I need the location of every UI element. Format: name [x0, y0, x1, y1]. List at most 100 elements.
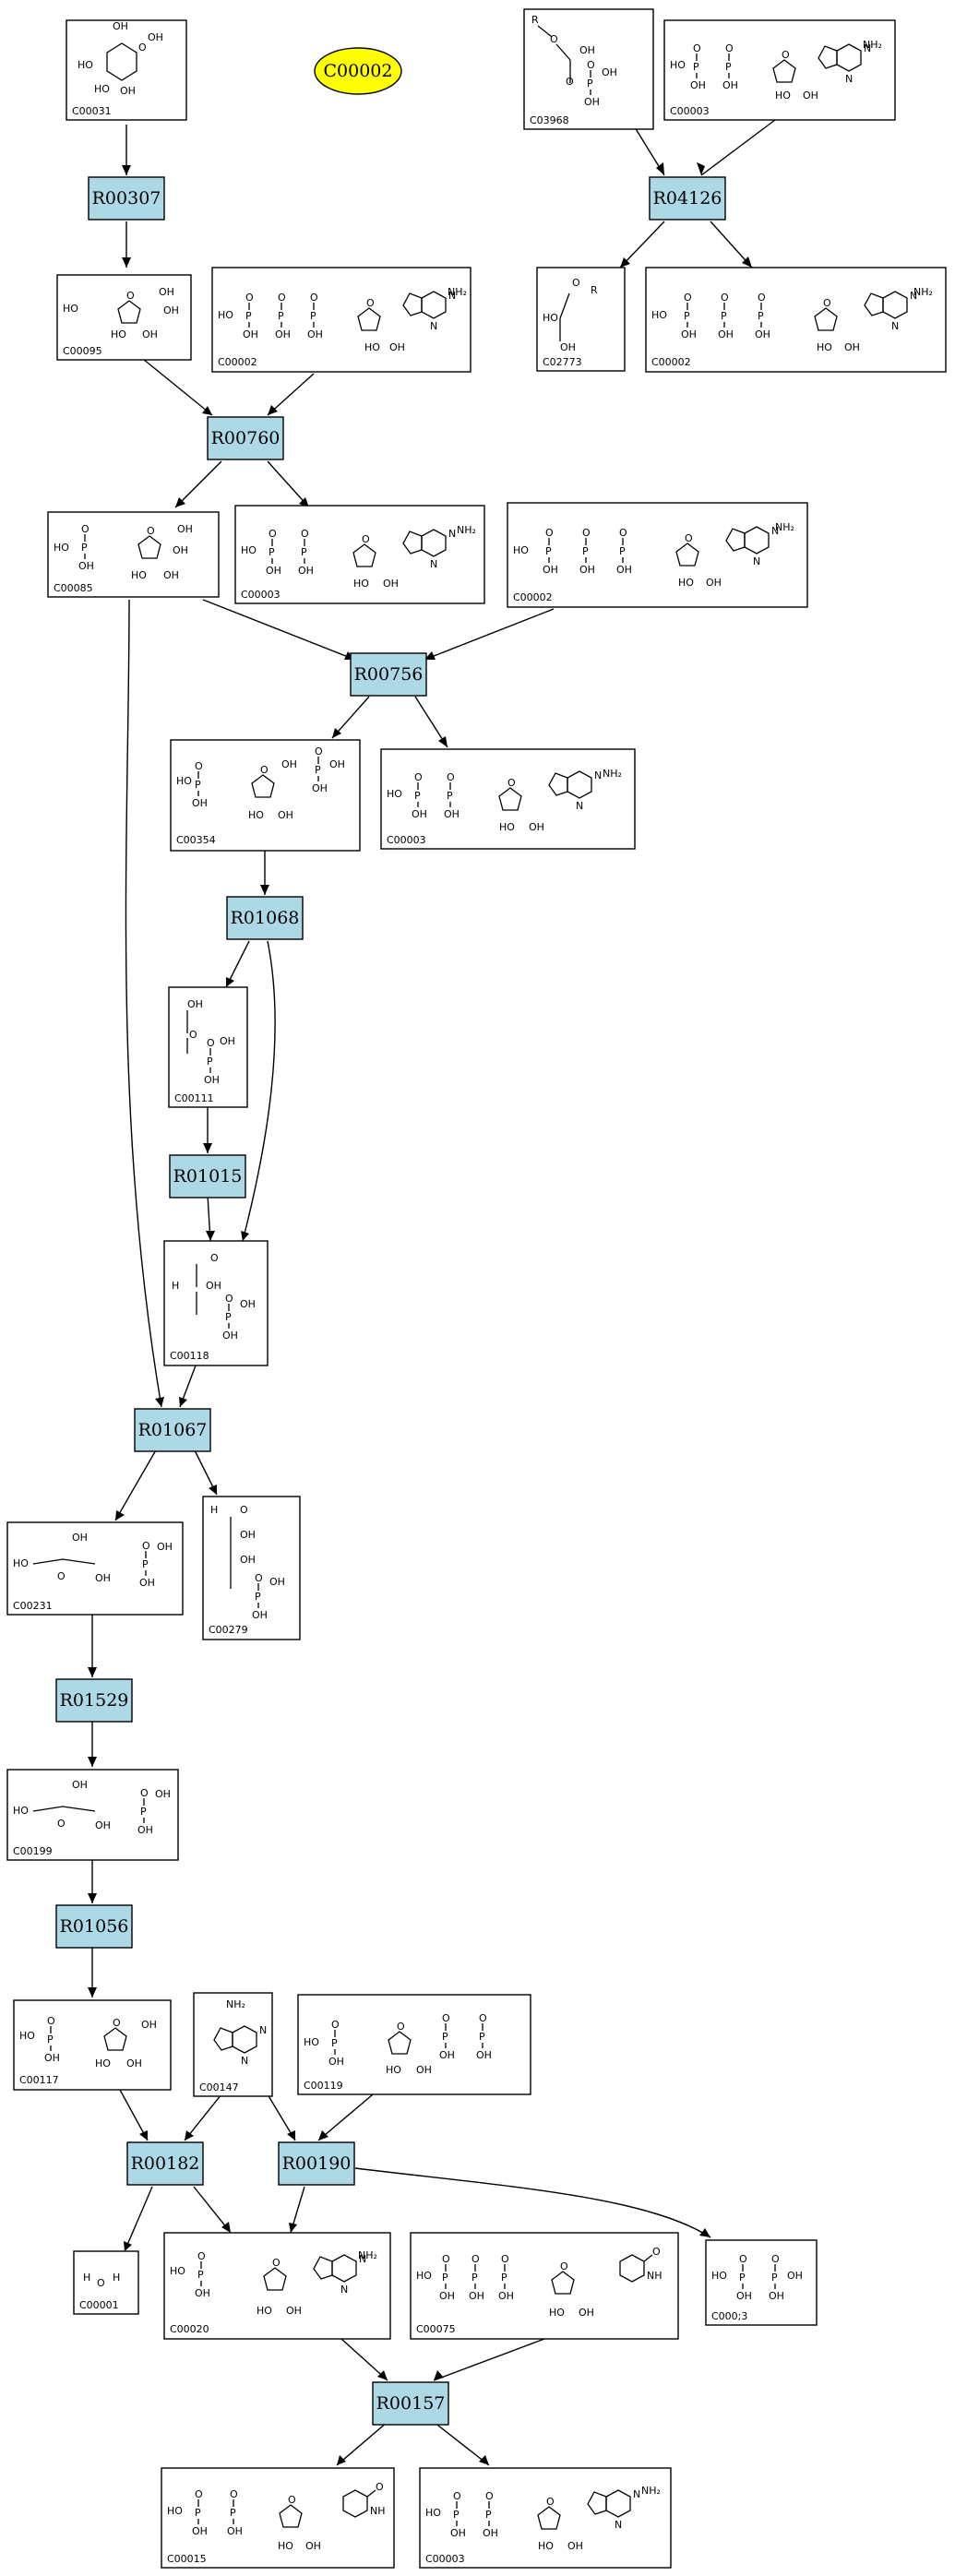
compound-c00003-top[interactable]: HO NH₂ HO OH C00003	[663, 19, 896, 121]
reaction-r00182[interactable]: R00182	[126, 2141, 204, 2186]
reaction-label: R00157	[376, 2393, 446, 2414]
compound-id: C00117	[19, 2074, 59, 2086]
reaction-r00760[interactable]: R00760	[207, 416, 284, 460]
reaction-label: R01067	[138, 1420, 208, 1440]
reaction-r00307[interactable]: R00307	[88, 176, 165, 221]
reaction-label: R01056	[60, 1916, 129, 1937]
reaction-r01015[interactable]: R01015	[169, 1154, 246, 1199]
reaction-r01067[interactable]: R01067	[134, 1408, 211, 1452]
reaction-r01529[interactable]: R01529	[55, 1678, 133, 1723]
compound-id: C00354	[176, 834, 216, 846]
reaction-r01068[interactable]: R01068	[226, 896, 304, 940]
compound-c00015[interactable]: HO HO OH C00015	[161, 2467, 395, 2569]
svg-text:HO: HO	[670, 59, 686, 71]
svg-text:NH₂: NH₂	[448, 286, 467, 298]
svg-text:OH: OH	[220, 1035, 235, 1047]
svg-text:NH₂: NH₂	[863, 39, 882, 51]
compound-id: C00015	[167, 2553, 207, 2565]
svg-text:OH: OH	[155, 1788, 171, 1800]
reaction-r00190[interactable]: R00190	[278, 2141, 355, 2186]
svg-text:HO: HO	[257, 2305, 272, 2317]
reaction-r00756[interactable]: R00756	[350, 652, 427, 697]
svg-text:OH: OH	[579, 2307, 594, 2319]
compound-id: C00002	[218, 356, 257, 368]
svg-text:OH: OH	[142, 328, 158, 340]
svg-text:OH: OH	[72, 1779, 88, 1791]
compound-c00003-r00756[interactable]: HO NH₂ HO OH C00003	[380, 748, 636, 850]
edge-r04126-c02773	[619, 221, 665, 268]
svg-text:OH: OH	[177, 523, 193, 535]
compound-c00111[interactable]: OH O OH C00111	[168, 986, 248, 1108]
svg-text:OH: OH	[240, 1554, 256, 1566]
svg-text:OH: OH	[148, 31, 163, 43]
edge-c00085-r00756	[202, 599, 356, 661]
compound-id: C00002	[651, 356, 691, 368]
edge-r01068-c00118	[242, 940, 276, 1242]
compound-c00354[interactable]: HO OH OH HO OH C00354	[170, 739, 361, 852]
compound-c00020[interactable]: HO NH₂ HO OH C00020	[163, 2232, 391, 2340]
svg-text:HO: HO	[711, 2270, 727, 2282]
compound-c00003-mid[interactable]: HO NH₂ HO OH C00003	[234, 505, 485, 604]
reaction-label: R01068	[231, 908, 300, 928]
svg-text:HO: HO	[78, 59, 93, 71]
svg-text:HO: HO	[416, 2270, 432, 2282]
compound-id: C00003	[425, 2553, 465, 2565]
compound-c03968[interactable]: R O OH O OH C03968	[523, 8, 654, 130]
svg-text:OH: OH	[579, 44, 595, 56]
compound-nodes: HO OH HO OH OH C00031 R O OH O OH C03968…	[6, 8, 947, 2569]
compound-c00199[interactable]: HO OH O OH OH C00199	[6, 1769, 179, 1861]
compound-c00085[interactable]: HO OH OH HO OH C00085	[47, 511, 220, 598]
compound-id: C00085	[54, 582, 93, 594]
svg-text:O: O	[566, 76, 574, 88]
compound-c00095[interactable]: HO OH OH HO OH C00095	[56, 274, 192, 361]
compound-id: C02773	[543, 356, 582, 368]
compound-c00002-c[interactable]: HO NH₂ HO OH C00002	[507, 502, 808, 608]
compound-c00031[interactable]: HO OH HO OH OH C00031	[66, 19, 187, 121]
highlighted-compound-c00002[interactable]: C00002	[314, 47, 402, 95]
svg-text:HO: HO	[304, 2036, 319, 2048]
compound-c00279[interactable]: H O OH OH OH C00279	[202, 1496, 301, 1640]
compound-c00003-bottom[interactable]: HO NH₂ HO OH C00003	[419, 2467, 672, 2569]
compound-c00002-b[interactable]: HO NH₂ HO OH C00002	[645, 267, 947, 373]
svg-text:H: H	[113, 2272, 120, 2284]
reaction-r00157[interactable]: R00157	[372, 2381, 449, 2426]
compound-c00117[interactable]: HO OH HO OH C00117	[13, 1999, 172, 2091]
svg-text:O: O	[572, 277, 580, 289]
svg-text:HO: HO	[513, 544, 529, 556]
compound-c02773[interactable]: R O HO OH C02773	[536, 267, 626, 372]
compound-c000x3[interactable]: HO OH C000;3	[705, 2239, 818, 2326]
svg-text:OH: OH	[803, 89, 818, 101]
compound-c00075[interactable]: HO HO OH C00075	[410, 2232, 679, 2340]
svg-text:OH: OH	[787, 2270, 803, 2282]
svg-text:OH: OH	[389, 341, 405, 353]
compound-id: C00199	[13, 1845, 53, 1857]
edge-r00760-c00003	[267, 460, 310, 508]
reaction-label: R00760	[211, 428, 281, 448]
svg-text:OH: OH	[329, 758, 345, 770]
svg-text:HO: HO	[241, 544, 257, 556]
compound-c00231[interactable]: HO OH O OH OH C00231	[6, 1521, 184, 1616]
compound-c00119[interactable]: HO HO OH C00119	[297, 1994, 531, 2095]
reaction-r04126[interactable]: R04126	[649, 176, 726, 221]
svg-text:HO: HO	[353, 578, 369, 590]
edge-r00182-c00001	[124, 2186, 153, 2252]
reaction-label: R04126	[653, 188, 722, 209]
svg-text:OH: OH	[163, 304, 179, 316]
reaction-nodes: R00307 R04126 R00760 R00756 R01068 R0101…	[55, 176, 726, 2426]
edge-r01067-c00231	[114, 1448, 158, 1521]
reaction-r01056[interactable]: R01056	[55, 1904, 133, 1949]
svg-text:O: O	[97, 2277, 105, 2289]
svg-text:NH₂: NH₂	[775, 521, 794, 533]
svg-text:H: H	[172, 1280, 179, 1292]
compound-id: C000;3	[711, 2310, 747, 2322]
compound-c00001[interactable]: H O H C00001	[73, 2250, 139, 2315]
reaction-label: R00307	[92, 188, 161, 209]
compound-c00002-a[interactable]: HO NH₂ HO OH C00002	[211, 267, 472, 373]
compound-c00147[interactable]: NH₂ C00147	[193, 1992, 273, 2097]
svg-text:HO: HO	[167, 2505, 183, 2517]
svg-text:HO: HO	[170, 2265, 185, 2277]
svg-text:O: O	[210, 1252, 219, 1264]
compound-id: C00003	[670, 105, 710, 117]
compound-c00118[interactable]: O H OH OH C00118	[163, 1240, 269, 1366]
edge-r00760-c00085	[174, 460, 222, 508]
